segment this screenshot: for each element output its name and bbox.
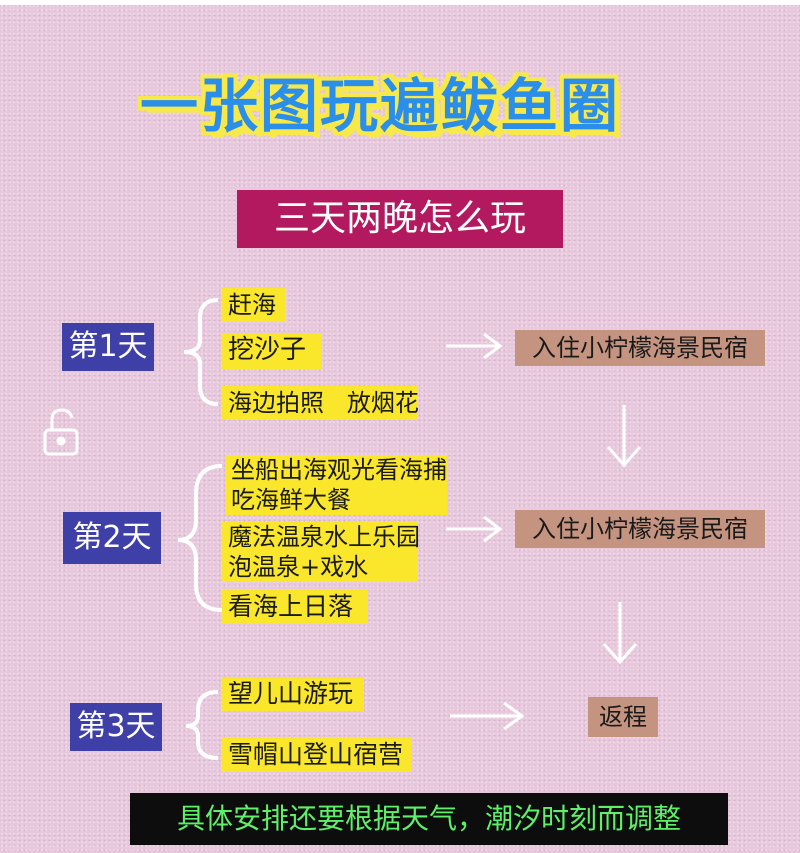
day-1-destination: 入住小柠檬海景民宿	[515, 330, 765, 366]
day-3-activity: 雪帽山登山宿营	[222, 738, 412, 772]
day-2-label: 第2天	[63, 512, 161, 564]
curly-brace-icon	[185, 690, 219, 760]
right-arrow-icon	[446, 515, 503, 543]
day-2-activity: 看海上日落	[222, 590, 368, 624]
down-arrow-icon	[606, 405, 642, 468]
day-1-activity: 海边拍照 放烟花	[222, 386, 419, 420]
day-1-label: 第1天	[62, 323, 154, 371]
right-arrow-icon	[450, 701, 525, 731]
day-2-activity: 坐船出海观光看海捕	[225, 455, 447, 485]
day-2-activity: 魔法温泉水上乐园	[222, 522, 420, 552]
page-subtitle: 三天两晚怎么玩	[237, 190, 563, 248]
day-1-activity: 挖沙子	[222, 333, 322, 369]
day-2-activity: 吃海鲜大餐	[225, 485, 447, 515]
day-2-destination: 入住小柠檬海景民宿	[515, 510, 765, 548]
down-arrow-icon	[602, 602, 638, 665]
day-2-activity: 泡温泉+戏水	[222, 552, 418, 582]
day-3-destination: 返程	[588, 697, 658, 737]
lock-icon	[43, 408, 79, 456]
curly-brace-icon	[183, 298, 219, 406]
footer-note: 具体安排还要根据天气，潮汐时刻而调整	[130, 793, 728, 845]
page-title: 一张图玩遍鲅鱼圈	[139, 72, 620, 140]
day-3-activity: 望儿山游玩	[222, 677, 364, 711]
day-1-activity: 赶海	[222, 288, 286, 322]
curly-brace-icon	[177, 464, 223, 612]
top-bar	[0, 0, 800, 5]
day-3-label: 第3天	[70, 703, 162, 751]
right-arrow-icon	[446, 332, 503, 360]
